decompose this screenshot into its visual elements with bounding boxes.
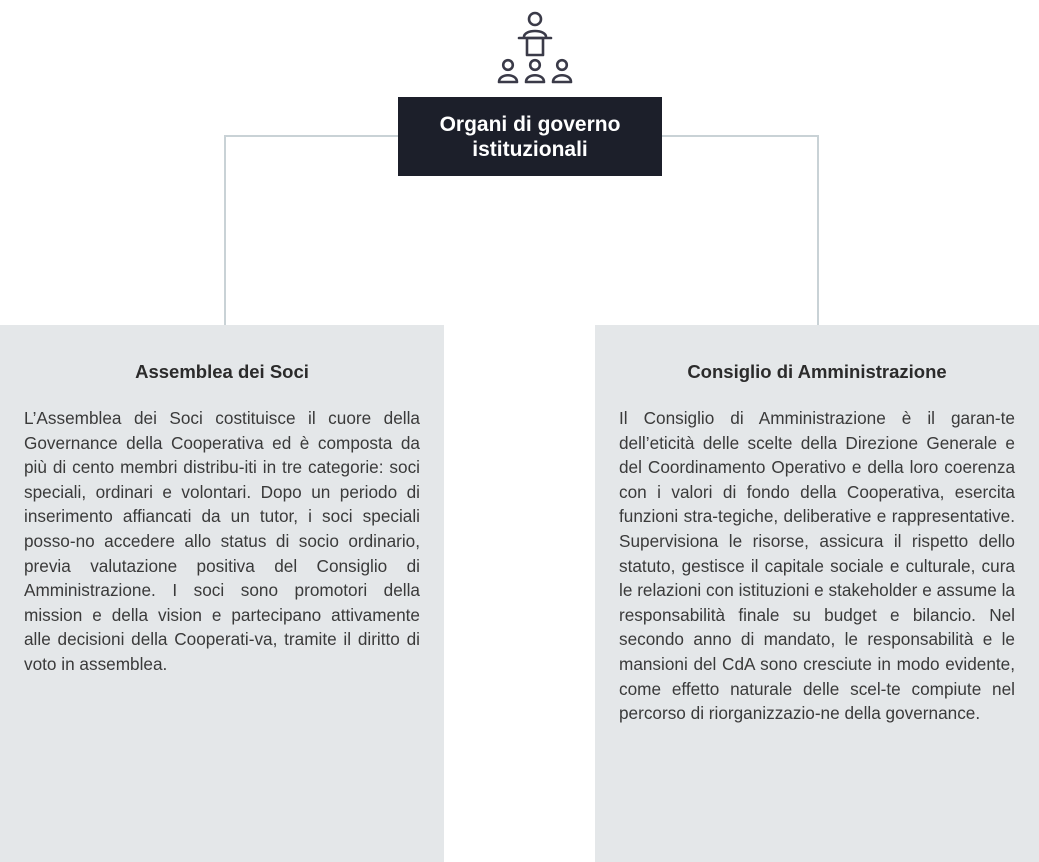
root-title: Organi di governo istituzionali <box>439 112 621 161</box>
card-consiglio-di-amministrazione: Consiglio di Amministrazione Il Consigli… <box>595 325 1039 862</box>
card-assemblea-dei-soci: Assemblea dei Soci L’Assemblea dei Soci … <box>0 325 444 862</box>
root-node: Organi di governo istituzionali <box>398 97 662 176</box>
connector-left <box>224 135 398 325</box>
assembly-podium-icon <box>490 10 580 90</box>
connector-right <box>662 135 819 325</box>
card-text: Il Consiglio di Amministrazione è il gar… <box>619 408 1015 724</box>
card-text: L’Assemblea dei Soci costituisce il cuor… <box>24 408 420 674</box>
card-title: Assemblea dei Soci <box>135 361 309 382</box>
card-title: Consiglio di Amministrazione <box>687 361 947 382</box>
